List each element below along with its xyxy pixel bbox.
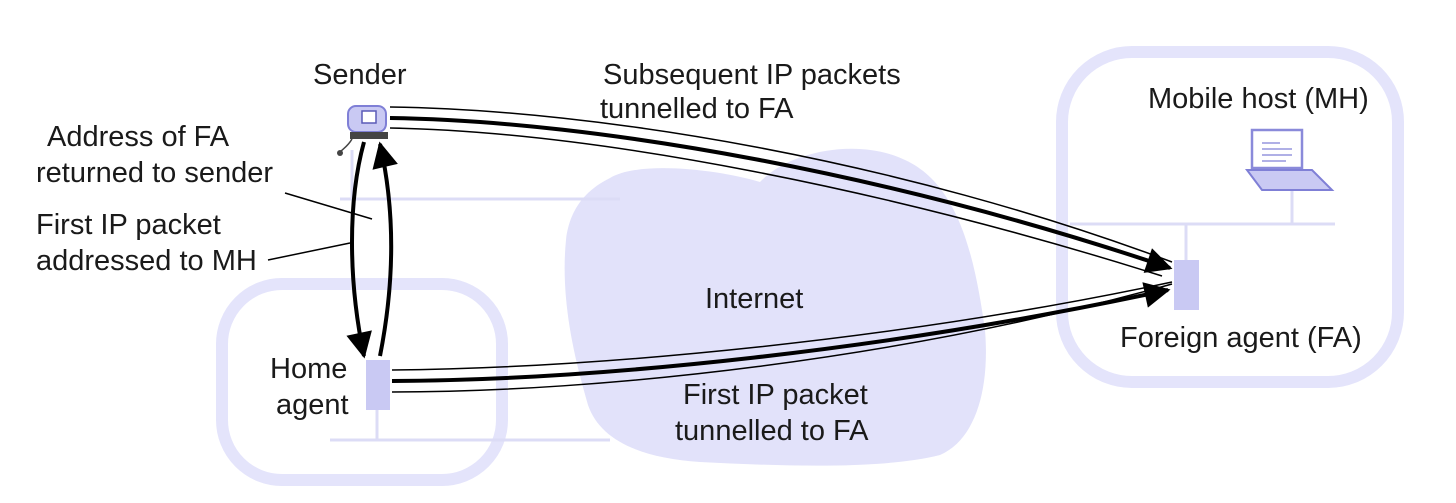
home-network-region (216, 278, 508, 486)
first-addressed-label-line2: addressed to MH (36, 245, 257, 277)
internet-label: Internet (705, 283, 803, 315)
subsequent-tunnel-outline-top (389, 106, 1173, 263)
foreign-agent-label: Foreign agent (FA) (1120, 322, 1362, 354)
first-packet-leader-line (267, 242, 351, 261)
address-label-line2: returned to sender (36, 157, 273, 189)
internet-cloud (564, 148, 986, 466)
first-tunnel-outline-top (391, 281, 1173, 371)
desktop-computer-icon (337, 105, 388, 156)
foreign-agent-box (1174, 260, 1199, 310)
first-packet-arrow (346, 141, 372, 359)
sender-label: Sender (313, 59, 407, 91)
home-agent-label-line2: agent (276, 389, 349, 421)
address-leader-line (284, 192, 373, 220)
mobile-host-label: Mobile host (MH) (1148, 83, 1369, 115)
home-agent-label-line1: Home (270, 353, 347, 385)
subsequent-label-line1: Subsequent IP packets (603, 59, 901, 91)
first-tunnelled-label-line2: tunnelled to FA (675, 415, 869, 447)
address-label-line1: Address of FA (47, 121, 230, 153)
subsequent-tunnel-outline-bottom (389, 127, 1163, 277)
subsequent-label-line2: tunnelled to FA (600, 93, 794, 125)
laptop-icon (1245, 128, 1335, 191)
home-agent-box (366, 360, 390, 410)
subsequent-tunnel-arrow (389, 116, 1173, 273)
first-tunnelled-label-line1: First IP packet (683, 379, 868, 411)
address-return-arrow (372, 141, 398, 357)
first-tunnel-arrow (391, 282, 1171, 383)
foreign-network-region (1056, 46, 1404, 388)
first-addressed-label-line1: First IP packet (36, 209, 221, 241)
